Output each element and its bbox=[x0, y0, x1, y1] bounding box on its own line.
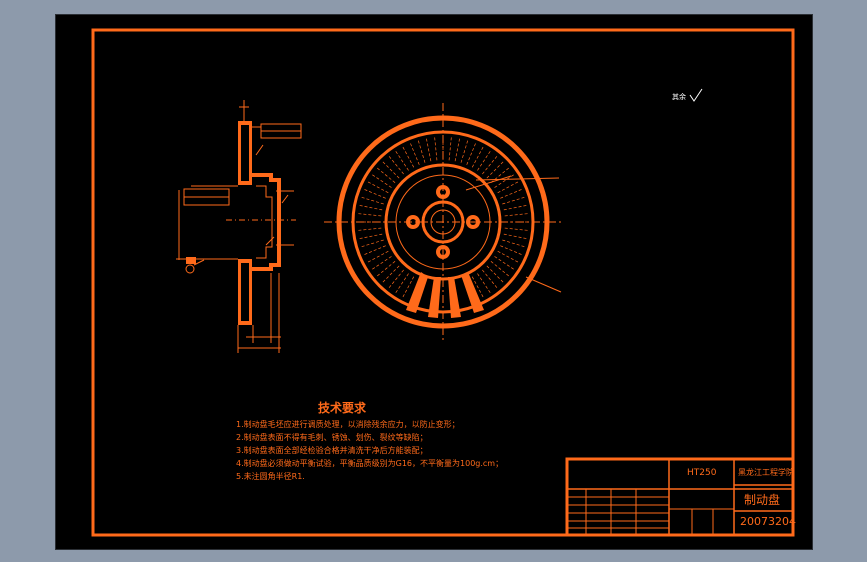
ventilation-slot-line bbox=[466, 279, 477, 302]
ventilation-slot-line bbox=[500, 245, 523, 256]
ventilation-slot-line bbox=[402, 145, 415, 168]
requirement-item: 4.制动盘必须做动平衡试验，平衡品质级别为G16，不平衡量为100g.cm； bbox=[236, 459, 504, 468]
ventilation-slot-line bbox=[417, 139, 426, 163]
ventilation-slot-line bbox=[490, 167, 510, 183]
ventilation-slot-line bbox=[357, 227, 382, 231]
ventilation-slot-line bbox=[376, 261, 396, 277]
ventilation-slot-line bbox=[504, 213, 529, 217]
ventilation-slot-line bbox=[500, 188, 523, 199]
ventilation-slot-line bbox=[376, 167, 396, 183]
ventilation-slot-line bbox=[466, 142, 477, 165]
school-name: 黑龙江工程学院 bbox=[738, 468, 794, 477]
ventilation-slot-line bbox=[381, 265, 400, 284]
ventilation-slot-line bbox=[394, 150, 409, 171]
ventilation-slot-line bbox=[388, 269, 404, 289]
ventilation-slot-line bbox=[360, 239, 384, 248]
ventilation-slot-line bbox=[434, 136, 438, 161]
ventilation-slot-line bbox=[477, 273, 492, 294]
ventilation-slot-line bbox=[363, 188, 386, 199]
ventilation-slot-line bbox=[358, 204, 383, 211]
requirement-item: 2.制动盘表面不得有毛刺、锈蚀、划伤、裂纹等缺陷； bbox=[236, 433, 428, 442]
ventilation-slot-line bbox=[504, 227, 529, 231]
ventilation-slot-line bbox=[494, 173, 515, 188]
part-name: 制动盘 bbox=[744, 493, 781, 507]
roughness-symbol bbox=[689, 88, 703, 102]
ventilation-slot-line bbox=[482, 155, 498, 175]
ventilation-slot-line bbox=[448, 136, 452, 161]
ventilation-slot-line bbox=[357, 213, 382, 217]
ventilation-slot-line bbox=[482, 269, 498, 289]
ventilation-slot-line bbox=[486, 265, 505, 284]
ventilation-slot-line bbox=[402, 276, 415, 299]
ventilation-slot-line bbox=[363, 245, 386, 256]
ventilation-slot-line bbox=[371, 173, 392, 188]
ventilation-slot-line bbox=[460, 139, 469, 163]
ventilation-slot-line bbox=[503, 204, 528, 211]
ventilation-slot-line bbox=[388, 155, 404, 175]
drawing-number: 20073204 bbox=[740, 515, 796, 528]
ventilation-slot-line bbox=[394, 273, 409, 294]
ventilation-slot-line bbox=[471, 145, 484, 168]
ventilation-slot-line bbox=[409, 142, 420, 165]
requirement-item: 1.制动盘毛坯应进行调质处理，以消除残余应力，以防止变形； bbox=[236, 420, 460, 429]
ventilation-slot-line bbox=[366, 181, 389, 194]
engineering-drawing bbox=[91, 28, 795, 537]
brake-disc-section-view bbox=[176, 100, 302, 353]
ventilation-slot-line bbox=[477, 150, 492, 171]
ventilation-slot-line bbox=[471, 276, 484, 299]
ventilation-slot-line bbox=[381, 160, 400, 179]
ventilation-slot-line bbox=[494, 256, 515, 271]
technical-requirements-title: 技术要求 bbox=[318, 401, 367, 415]
drawing-sheet: 其余 技术要求 1.制动盘毛坯应进行调质处理，以消除残余应力，以防止变形； 2.… bbox=[55, 14, 813, 550]
ventilation-slot-line bbox=[502, 196, 526, 205]
ventilation-slot-line bbox=[425, 137, 432, 162]
ventilation-slot-line bbox=[366, 250, 389, 263]
ventilation-slot-line bbox=[454, 137, 461, 162]
ventilation-slot-line bbox=[360, 196, 384, 205]
brake-disc-front-view bbox=[324, 103, 562, 341]
requirement-item: 5.未注圆角半径R1. bbox=[236, 472, 305, 481]
material-label: HT250 bbox=[687, 468, 717, 478]
requirement-item: 3.制动盘表面全部经检验合格并清洗干净后方能装配； bbox=[236, 446, 428, 455]
drawing-frame bbox=[91, 28, 795, 537]
roughness-note: 其余 bbox=[672, 93, 686, 101]
ventilation-slot-line bbox=[486, 160, 505, 179]
ventilation-slot-line bbox=[371, 256, 392, 271]
ventilation-slot-line bbox=[502, 239, 526, 248]
ventilation-slot-line bbox=[358, 233, 383, 240]
ventilation-slot-line bbox=[503, 233, 528, 240]
ventilation-slot-line bbox=[409, 279, 420, 302]
ventilation-slot-line bbox=[490, 261, 510, 277]
title-block bbox=[565, 457, 795, 537]
